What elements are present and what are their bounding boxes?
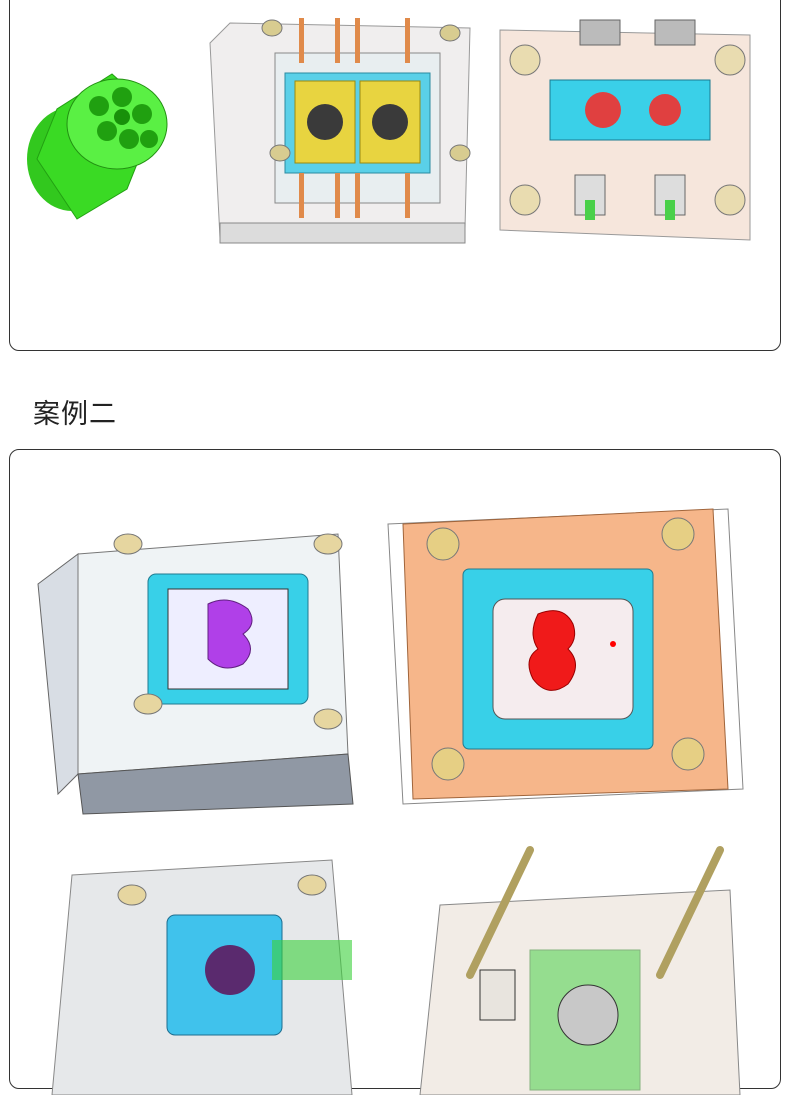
section-heading: 案例二 (33, 399, 117, 430)
mold-plate-top-view-image (499, 19, 751, 241)
mold-assembly-open-view-image (209, 18, 471, 244)
case-two-panel (9, 449, 781, 1095)
mold-blue-insert-image (51, 859, 353, 1095)
green-connector-part-image (27, 73, 168, 220)
mold-red-cavity-image (387, 508, 744, 805)
mold-purple-cavity-image (37, 533, 354, 815)
case-one-panel (9, 0, 781, 351)
mold-core-side-image (419, 846, 741, 1095)
